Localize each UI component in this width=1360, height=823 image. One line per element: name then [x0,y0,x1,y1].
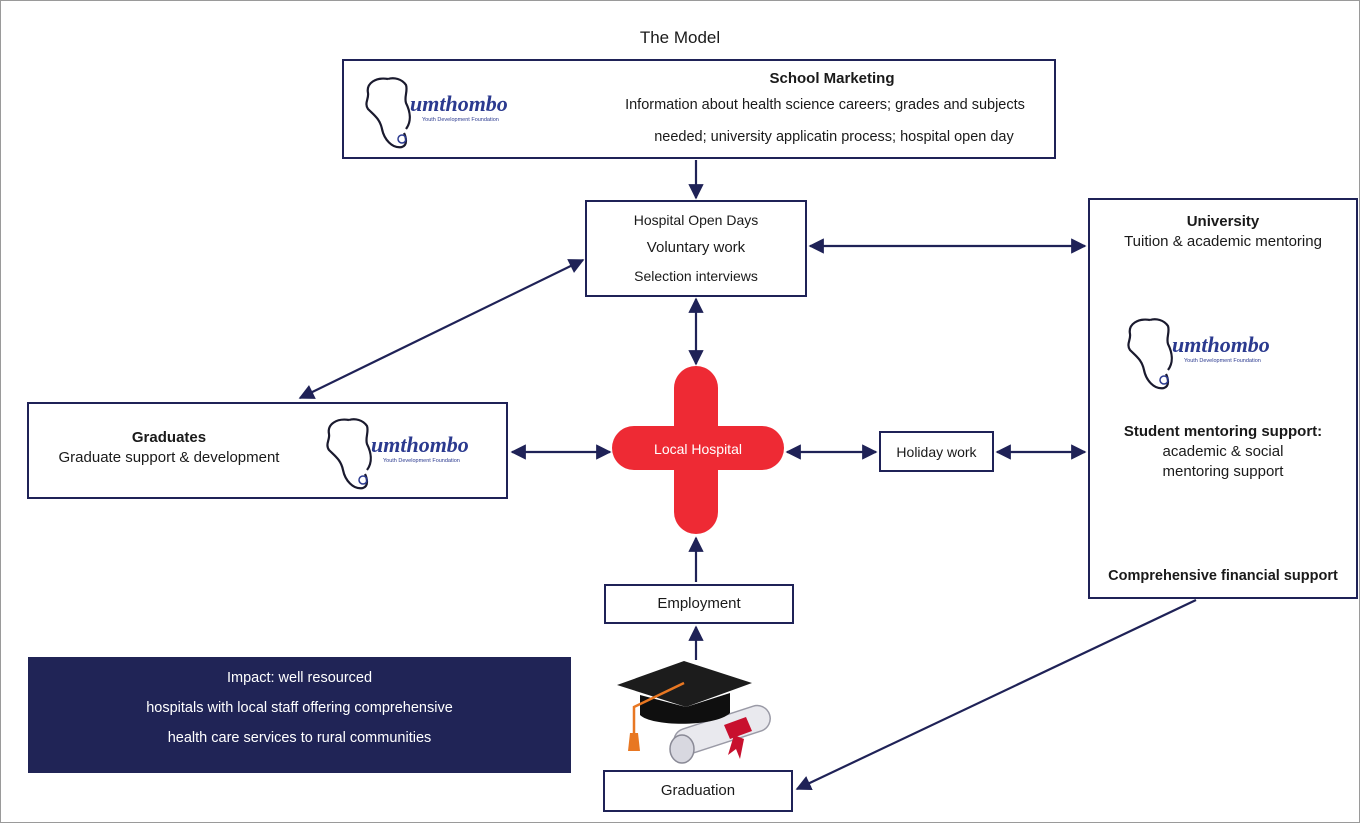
logo-brand: umthombo [1172,332,1270,357]
voluntary-work-label: Voluntary work [646,239,746,256]
financial-support-label: Comprehensive financial support [1108,568,1338,584]
school-marketing-box: umthombo Youth Development Foundation Sc… [342,59,1056,159]
umthombo-logo-graduates: umthombo Youth Development Foundation [319,408,499,496]
logo-tagline: Youth Development Foundation [383,458,460,464]
local-hospital-label: Local Hospital [654,441,742,457]
impact-line1: Impact: well resourced [226,670,373,686]
logo-brand: umthombo [371,432,469,457]
umthombo-logo-graphic: umthombo Youth Development Foundation [365,77,508,149]
student-mentoring-line1: academic & social [1162,443,1284,460]
school-marketing-line1: Information about health science careers… [625,97,1025,113]
impact-line2: hospitals with local staff offering comp… [146,700,453,716]
selection-interviews-label: Selection interviews [634,268,758,284]
hospital-open-days-label: Hospital Open Days [633,212,759,228]
university-heading: University [1186,213,1260,230]
student-mentoring-line2: mentoring support [1162,463,1284,480]
local-hospital-cross: Local Hospital [612,366,784,534]
school-marketing-heading: School Marketing [769,70,895,87]
graduation-label: Graduation [660,782,736,799]
diploma-icon [669,704,771,764]
holiday-work-box: Holiday work [879,431,994,472]
student-mentoring-heading: Student mentoring support: [1123,423,1323,440]
impact-box: Impact: well resourced hospitals with lo… [28,657,571,773]
umthombo-logo-graphic: umthombo Youth Development Foundation [1127,318,1270,390]
arrow-hospital-days-graduates [298,259,585,399]
employment-box: Employment [604,584,794,624]
university-box: University Tuition & academic mentoring … [1088,198,1358,599]
graduation-box: Graduation [603,770,793,812]
graduates-box: Graduates Graduate support & development… [27,402,508,499]
logo-brand: umthombo [410,91,508,116]
impact-line3: health care services to rural communitie… [167,730,432,746]
employment-label: Employment [657,595,741,612]
umthombo-logo-university: umthombo Youth Development Foundation [1120,308,1300,396]
graduates-heading: Graduates [131,429,207,446]
diagram-title: The Model [639,28,721,47]
hospital-activities-box: Hospital Open Days Voluntary work Select… [585,200,807,297]
logo-tagline: Youth Development Foundation [422,117,499,123]
umthombo-logo: umthombo Youth Development Foundation [358,67,538,155]
university-subheading: Tuition & academic mentoring [1124,233,1322,250]
logo-tagline: Youth Development Foundation [1184,358,1261,364]
graduation-cap-icon [617,661,771,764]
umthombo-logo-graphic: umthombo Youth Development Foundation [326,418,469,490]
arrow-university-to-graduation [795,599,1197,791]
graduates-subheading: Graduate support & development [58,449,280,466]
school-marketing-line2: needed; university applicatin process; h… [654,129,1014,145]
holiday-work-label: Holiday work [896,444,977,460]
